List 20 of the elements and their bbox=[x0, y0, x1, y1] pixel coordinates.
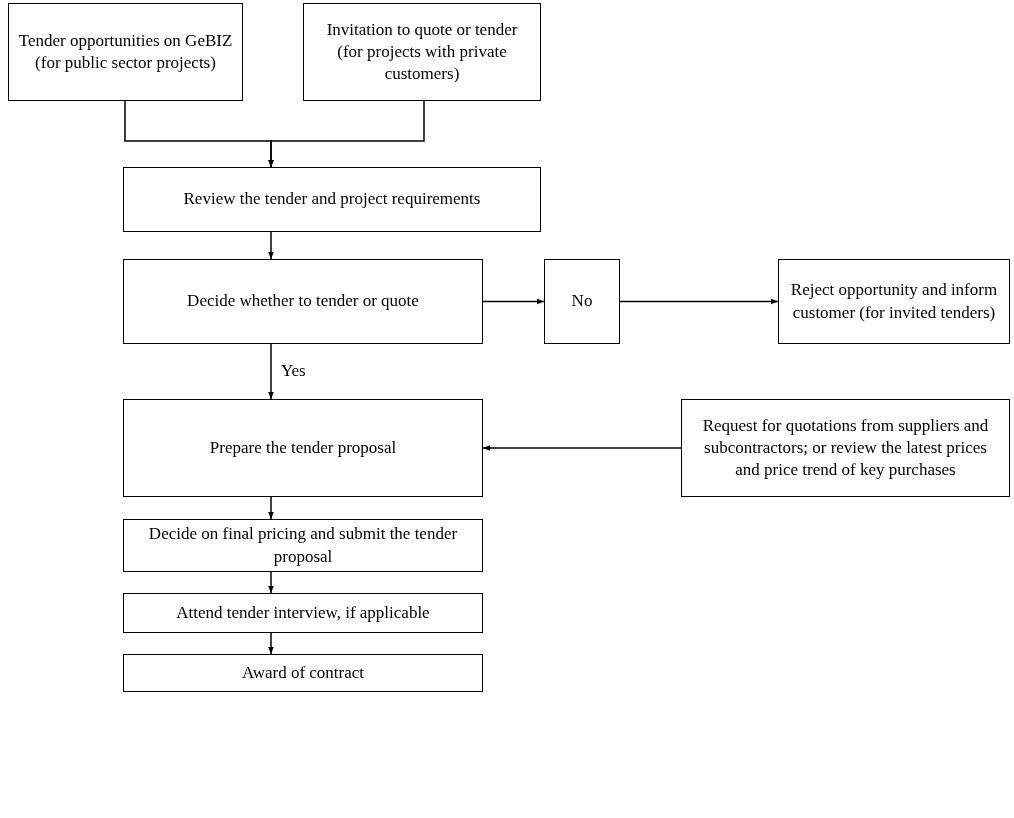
arrow bbox=[482, 445, 682, 451]
arrow bbox=[268, 571, 274, 594]
process-box: Decide on final pricing and submit the tender proposal bbox=[123, 519, 483, 572]
process-box: Review the tender and project requirements bbox=[123, 167, 541, 232]
process-box: Request for quotations from suppliers and subcontractors; or review the latest prices and price trend of key purchases bbox=[681, 399, 1010, 497]
arrow bbox=[268, 231, 274, 260]
process-box: Tender opportunities on GeBIZ (for public sector projects) bbox=[8, 3, 243, 101]
process-box: Decide whether to tender or quote bbox=[123, 259, 483, 344]
process-box: Award of contract bbox=[123, 654, 483, 692]
arrow bbox=[268, 100, 425, 168]
process-box: Attend tender interview, if applicable bbox=[123, 593, 483, 633]
process-box: No bbox=[544, 259, 620, 344]
process-box: Prepare the tender proposal bbox=[123, 399, 483, 497]
process-box: Invitation to quote or tender (for projects with private customers) bbox=[303, 3, 541, 101]
process-box: Reject opportunity and inform customer (for invited tenders) bbox=[778, 259, 1010, 344]
arrow bbox=[482, 298, 545, 305]
arrow bbox=[268, 343, 274, 400]
arrow bbox=[268, 496, 274, 520]
arrow bbox=[268, 632, 274, 655]
arrow bbox=[619, 298, 779, 305]
